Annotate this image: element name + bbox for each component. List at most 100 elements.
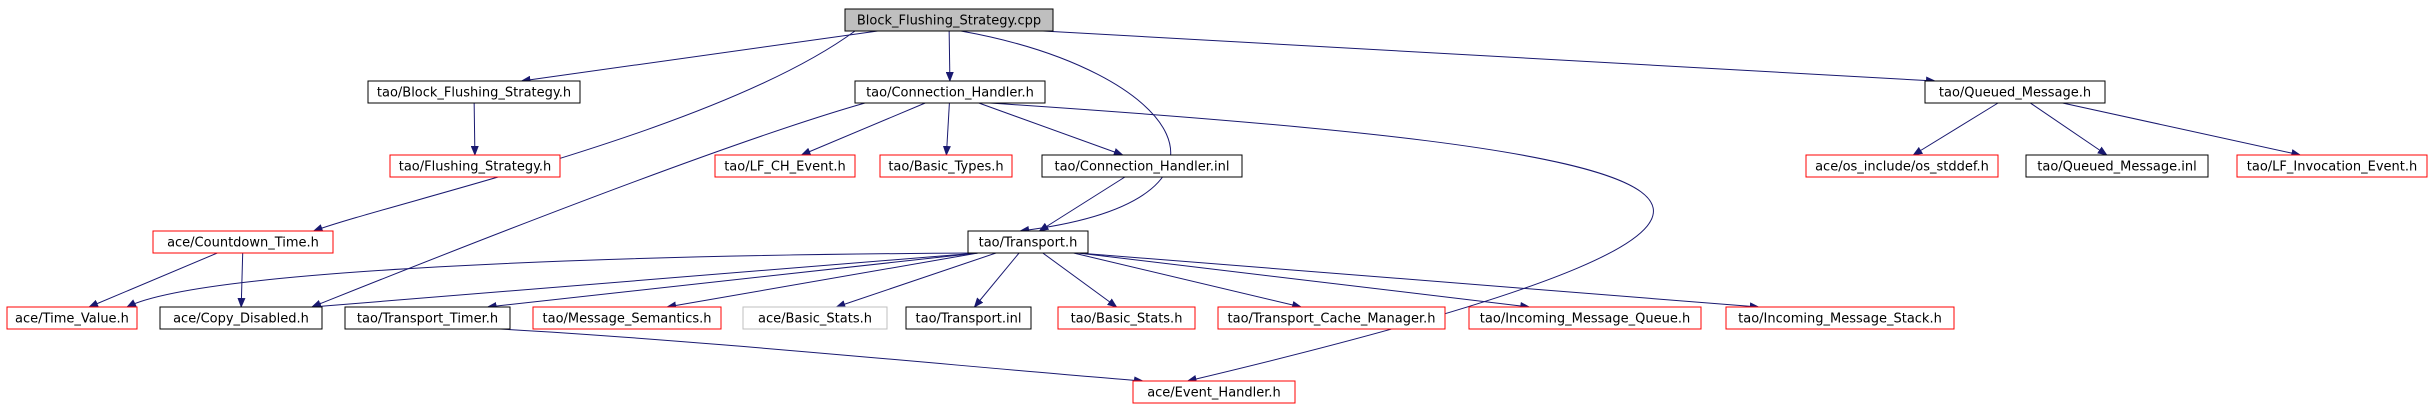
node-aos[interactable]: ace/os_include/os_stddef.h [1805,154,1999,178]
node-box [879,154,1013,178]
edge-tch-to-tchi [978,102,1124,156]
edge-tqm-to-tqmi [2030,102,2108,156]
edge-tbfs-to-tfs [470,102,479,156]
node-label: tao/Flushing_Strategy.h [399,160,552,175]
node-tbt[interactable]: tao/Basic_Types.h [879,154,1013,178]
node-label: tao/Transport.inl [916,312,1022,327]
node-box [854,80,1046,104]
node-label: ace/Copy_Disabled.h [173,312,309,327]
node-label: ace/Countdown_Time.h [167,236,319,251]
node-box [6,306,138,330]
node-box [389,154,561,178]
node-label: tao/Transport_Timer.h [357,312,498,327]
node-aeh[interactable]: ace/Event_Handler.h [1132,380,1296,404]
node-ttcm[interactable]: tao/Transport_Cache_Manager.h [1217,306,1446,330]
edge-tt-to-timq [1077,252,1531,310]
node-label: ace/Time_Value.h [15,312,129,327]
edge-tt-to-ttt [486,252,979,310]
node-box [159,306,323,330]
node-tms[interactable]: tao/Message_Semantics.h [532,306,722,330]
node-timq[interactable]: tao/Incoming_Message_Queue.h [1468,306,1702,330]
node-box [532,306,722,330]
node-tchi[interactable]: tao/Connection_Handler.inl [1041,154,1243,178]
node-atv[interactable]: ace/Time_Value.h [6,306,138,330]
edge-tch-to-tlf [800,102,926,156]
edge-tch-to-aeh [989,102,1654,383]
node-tbfs[interactable]: tao/Block_Flushing_Strategy.h [367,80,581,104]
node-label: tao/Message_Semantics.h [543,312,712,327]
edge-tt-to-abs [835,252,997,308]
node-tims[interactable]: tao/Incoming_Message_Stack.h [1725,306,1955,330]
node-label: tao/Basic_Stats.h [1071,312,1183,327]
node-box [2236,154,2428,178]
node-tlf[interactable]: tao/LF_CH_Event.h [714,154,856,178]
edge-tchi-to-tt [1038,176,1126,232]
node-label: tao/Incoming_Message_Queue.h [1480,312,1690,327]
node-box [1057,306,1196,330]
edge-tt-to-tms [666,252,979,310]
edge-root-to-act [312,30,856,232]
edge-tt-to-tbs [1042,252,1118,308]
node-acd[interactable]: ace/Copy_Disabled.h [159,306,323,330]
edge-tt-to-atv [126,252,979,308]
node-tt[interactable]: tao/Transport.h [967,230,1089,254]
edge-root-to-tt [960,30,1172,234]
node-tqmi[interactable]: tao/Queued_Message.inl [2025,154,2209,178]
node-label: tao/Queued_Message.inl [2037,160,2196,175]
node-label: ace/os_include/os_stddef.h [1815,160,1989,175]
edge-tqm-to-aos [1912,102,1999,156]
node-label: tao/Basic_Types.h [888,160,1003,175]
edge-tt-to-ttcm [1073,252,1303,309]
edge-tt-to-tti [973,252,1020,308]
edge-ttt-to-aeh [499,328,1144,385]
node-box [1725,306,1955,330]
node-tqm[interactable]: tao/Queued_Message.h [1924,80,2106,104]
node-ttt[interactable]: tao/Transport_Timer.h [344,306,511,330]
node-label: tao/LF_CH_Event.h [724,160,846,175]
node-label: tao/Queued_Message.h [1939,86,2091,101]
node-root[interactable]: Block_Flushing_Strategy.cpp [844,8,1054,32]
node-box [1805,154,1999,178]
edge-tqm-to-tlie [2062,102,2302,157]
edge-tch-to-acd [310,102,866,308]
node-box [1217,306,1446,330]
edge-tt-to-acd [311,252,979,311]
node-label: ace/Basic_Stats.h [758,312,872,327]
edge-act-to-acd [237,252,246,308]
node-box [1468,306,1702,330]
node-label: tao/LF_Invocation_Event.h [2247,160,2417,175]
node-box [367,80,581,104]
node-box [1924,80,2106,104]
node-box [152,230,334,254]
node-box [967,230,1089,254]
node-box [714,154,856,178]
node-act[interactable]: ace/Countdown_Time.h [152,230,334,254]
edge-tt-to-tims [1077,252,1760,311]
node-box [344,306,511,330]
node-tti[interactable]: tao/Transport.inl [905,306,1032,330]
node-label: tao/Connection_Handler.inl [1054,160,1229,175]
node-label: tao/Transport.h [979,236,1078,251]
node-tlie[interactable]: tao/LF_Invocation_Event.h [2236,154,2428,178]
node-tfs[interactable]: tao/Flushing_Strategy.h [389,154,561,178]
node-label: tao/Incoming_Message_Stack.h [1738,312,1942,327]
node-box [905,306,1032,330]
node-box [1041,154,1243,178]
node-abs[interactable]: ace/Basic_Stats.h [742,306,888,330]
edge-act-to-atv [88,252,218,308]
node-box [844,8,1054,32]
node-label: Block_Flushing_Strategy.cpp [857,14,1041,29]
node-tbs[interactable]: tao/Basic_Stats.h [1057,306,1196,330]
node-tch[interactable]: tao/Connection_Handler.h [854,80,1046,104]
edge-tch-to-tbt [942,102,951,156]
node-label: tao/Connection_Handler.h [866,86,1034,101]
node-box [742,306,888,330]
edge-root-to-tqm [1042,30,1936,85]
edge-root-to-tbfs [520,30,878,84]
edge-root-to-tch [945,30,954,82]
node-label: ace/Event_Handler.h [1147,386,1281,401]
node-box [2025,154,2209,178]
node-box [1132,380,1296,404]
node-label: tao/Transport_Cache_Manager.h [1228,312,1436,327]
